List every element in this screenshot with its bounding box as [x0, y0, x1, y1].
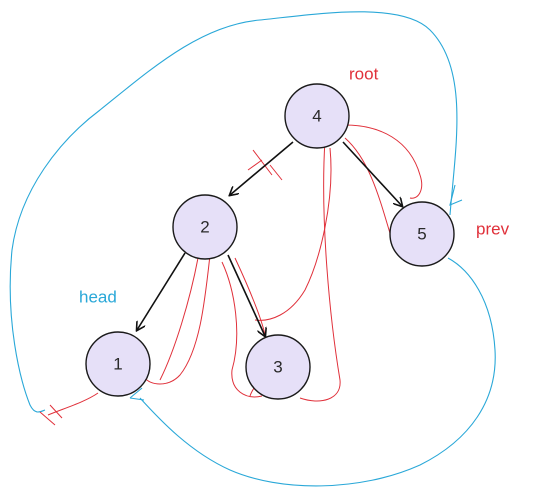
root-pointer-label: root: [349, 65, 379, 84]
tree-edges: [137, 141, 402, 336]
prev-pointer-label: prev: [476, 220, 510, 239]
node-label-4: 4: [312, 107, 321, 126]
node-label-5: 5: [417, 225, 426, 244]
edge-4-5: [342, 141, 402, 206]
blue-annotation-strokes: [9, 11, 496, 487]
node-label-3: 3: [273, 358, 282, 377]
edge-4-2: [230, 141, 294, 195]
node-label-1: 1: [113, 355, 122, 374]
edge-2-1: [137, 252, 186, 330]
tree-node-3: 3: [245, 334, 311, 400]
node-label-2: 2: [200, 218, 209, 237]
tree-node-2: 2: [172, 194, 238, 260]
tree-node-1: 1: [85, 331, 151, 397]
head-pointer-label: head: [79, 288, 117, 307]
tree-node-4: 4: [284, 83, 350, 149]
edge-2-3: [227, 254, 265, 336]
tree-node-5: 5: [389, 201, 455, 267]
